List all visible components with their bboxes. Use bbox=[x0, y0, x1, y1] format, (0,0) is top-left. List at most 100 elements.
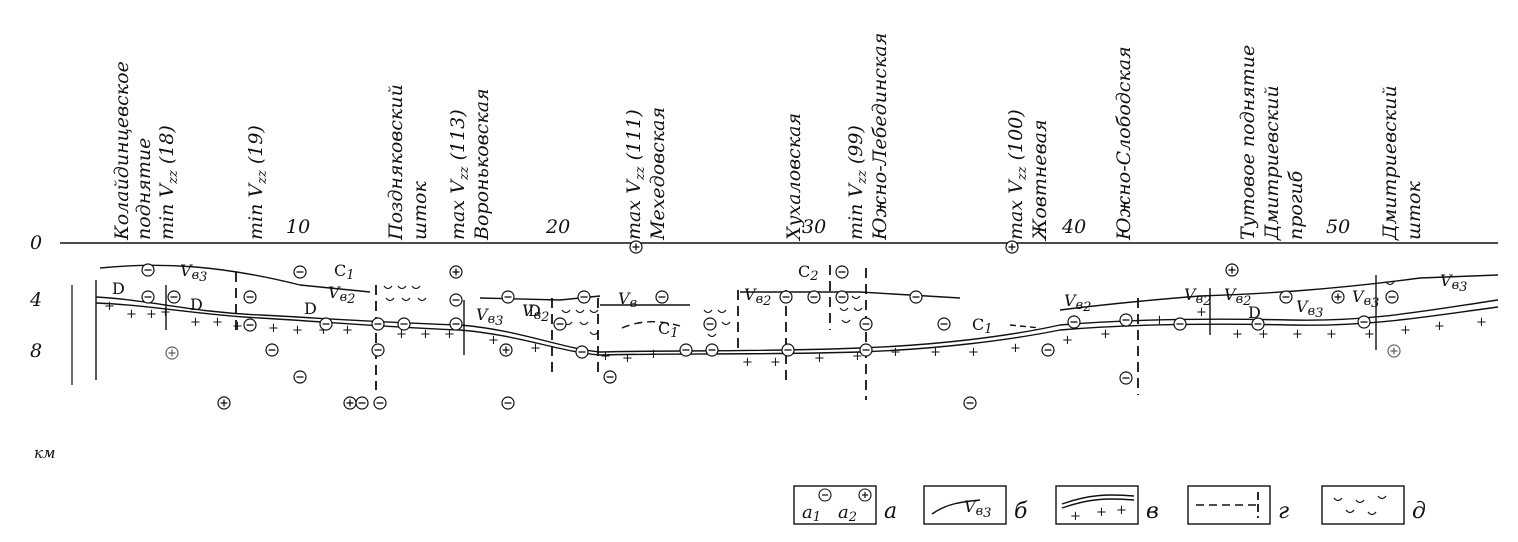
plus-mark: + bbox=[1400, 323, 1411, 338]
location-label-min-19: min Vzz (19) bbox=[245, 125, 270, 240]
legend-letter-g: г bbox=[1278, 499, 1289, 524]
plus-mark: + bbox=[126, 307, 137, 322]
plus-mark: + bbox=[1154, 313, 1165, 328]
label-vb: Vв bbox=[618, 289, 637, 311]
plus-mark: + bbox=[648, 347, 659, 362]
minus-circle-icon bbox=[371, 317, 385, 331]
location-label-tutovoe: Тутовое поднятие Дмитриевский прогиб bbox=[1237, 45, 1307, 241]
minus-circle-icon bbox=[963, 396, 977, 410]
location-label-zhovtnevaya: max Vzz (100) Жовтневая bbox=[1005, 109, 1051, 242]
plus-mark: + bbox=[968, 345, 979, 360]
location-label-pozdnyakovsky: Поздняковский шток bbox=[385, 84, 431, 241]
label-line: min Vzz (19) bbox=[245, 125, 270, 240]
plus-mark: + bbox=[530, 341, 541, 356]
label-vb3: Vв3 bbox=[476, 305, 503, 329]
location-label-yuzhno-slobodskaya: Южно-Слободская bbox=[1113, 46, 1135, 241]
label-C1: C1 bbox=[658, 319, 679, 341]
salt-pozdnyakovsky bbox=[383, 285, 427, 302]
minus-circle-icon bbox=[141, 263, 155, 277]
plus-circle-icon bbox=[1387, 344, 1401, 358]
plus-mark: + bbox=[1062, 333, 1073, 348]
minus-circle-icon bbox=[703, 317, 717, 331]
label-line: Колайдинцевское bbox=[111, 61, 133, 241]
minus-circle-icon bbox=[1279, 290, 1293, 304]
plus-mark: + bbox=[742, 355, 753, 370]
label-line: поднятие bbox=[133, 138, 155, 240]
minus-circle-icon bbox=[679, 343, 693, 357]
label-vb3: Vв3 bbox=[1296, 297, 1323, 321]
x-tick-label: 40 bbox=[1061, 216, 1086, 238]
minus-circle-icon bbox=[265, 343, 279, 357]
minus-circle-icon bbox=[1173, 317, 1187, 331]
legend-letter-b: б bbox=[1014, 499, 1028, 524]
x-tick-label: 20 bbox=[545, 216, 570, 238]
legend-letter-a: а bbox=[884, 499, 897, 524]
section-labels: D D D D D C1 C1 C1 C2 Vв3 Vв3 Vв3 Vв3 Vв… bbox=[112, 261, 1467, 341]
y-tick-label: 0 bbox=[30, 232, 42, 254]
label-line: Мехедовская bbox=[647, 107, 669, 241]
minus-circle-icon bbox=[1119, 371, 1133, 385]
plus-mark: + bbox=[1476, 315, 1487, 330]
curve-vb3-upper bbox=[99, 264, 371, 293]
minus-circle-icon bbox=[603, 370, 617, 384]
minus-circle-icon bbox=[449, 317, 463, 331]
minus-circle-icon bbox=[449, 293, 463, 307]
label-D: D bbox=[112, 279, 125, 298]
plus-circle-icon bbox=[217, 396, 231, 410]
label-line: Дмитриевский bbox=[1379, 85, 1401, 241]
legend-a1: a1 bbox=[802, 502, 821, 525]
plus-mark: + bbox=[160, 305, 171, 320]
legend-box bbox=[1187, 485, 1271, 525]
minus-circle-icon bbox=[835, 290, 849, 304]
legend-curve bbox=[1061, 498, 1135, 509]
legend-vb3: Vв3 bbox=[964, 497, 991, 521]
curve-c1-dashed bbox=[1009, 324, 1041, 329]
location-label-khukhalovskaya: Хухаловская bbox=[783, 113, 805, 242]
plus-mark: + bbox=[1100, 327, 1111, 342]
minus-circle-icon bbox=[243, 290, 257, 304]
minus-circle-icon bbox=[319, 317, 333, 331]
label-line: max Vzz (100) bbox=[1005, 109, 1030, 240]
legend-plus: + bbox=[1116, 503, 1127, 518]
label-line: Жовтневая bbox=[1029, 119, 1051, 242]
plus-mark: + bbox=[232, 319, 243, 334]
plus-mark: + bbox=[104, 299, 115, 314]
minus-circle-icon bbox=[371, 343, 385, 357]
label-line: Тутовое поднятие bbox=[1237, 45, 1259, 240]
plus-mark: + bbox=[396, 327, 407, 342]
label-line: прогиб bbox=[1285, 170, 1307, 240]
x-tick-label: 50 bbox=[1326, 216, 1350, 238]
minus-circle-icon bbox=[243, 318, 257, 332]
legend-box bbox=[1321, 485, 1405, 525]
plus-circle-icon bbox=[449, 265, 463, 279]
legend-curve bbox=[931, 499, 981, 515]
basement-plus-marks: +++++++++++++++++++++++++++++++++++++++ bbox=[104, 299, 1487, 370]
minus-circle-icon bbox=[1251, 317, 1265, 331]
label-D: D bbox=[304, 299, 317, 318]
plus-mark: + bbox=[420, 327, 431, 342]
curve-vb2 bbox=[740, 291, 961, 299]
minus-circle-icon bbox=[167, 290, 181, 304]
salt-pattern-icon bbox=[1333, 495, 1387, 516]
label-vb3: Vв3 bbox=[1352, 287, 1379, 311]
label-vb2: Vв2 bbox=[328, 283, 355, 307]
plus-mark: + bbox=[930, 345, 941, 360]
legend: a1 a2 а Vв3 б + + + в г д bbox=[793, 485, 1426, 525]
plus-mark: + bbox=[1292, 327, 1303, 342]
label-line: max Vzz (113) bbox=[447, 109, 472, 240]
legend-letter-v: в bbox=[1146, 499, 1159, 524]
y-tick-label: 4 bbox=[29, 289, 42, 311]
plus-circle-icon bbox=[343, 396, 357, 410]
minus-circle-icon bbox=[293, 370, 307, 384]
minus-circle-icon bbox=[397, 317, 411, 331]
legend-box bbox=[923, 485, 1007, 525]
plus-mark: + bbox=[814, 351, 825, 366]
label-D: D bbox=[190, 295, 203, 314]
plus-circle-icon bbox=[1005, 240, 1019, 254]
location-label-yuzhno-lebedinskaya: min Vzz (99) Южно-Лебединская bbox=[845, 33, 891, 241]
minus-circle-icon bbox=[1357, 315, 1371, 329]
label-line: max Vzz (111) bbox=[623, 109, 648, 240]
label-line: шток bbox=[1403, 181, 1425, 240]
plus-mark: + bbox=[600, 349, 611, 364]
minus-circle-icon bbox=[575, 345, 589, 359]
